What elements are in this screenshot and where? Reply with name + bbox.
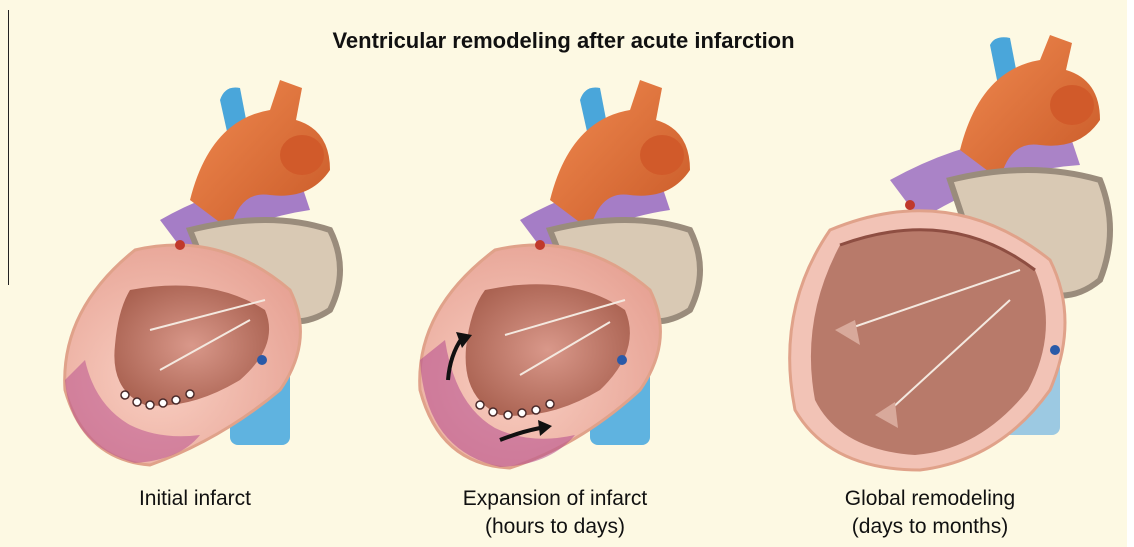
heart-global-remodeling (770, 30, 1120, 480)
caption-subline: (days to months) (780, 513, 1080, 541)
heart-expansion-of-infarct (400, 60, 720, 480)
caption-line: Expansion of infarct (400, 485, 710, 513)
caption-line: Initial infarct (60, 485, 330, 513)
caption-initial-infarct: Initial infarct (60, 485, 330, 513)
heart-initial-infarct (40, 60, 360, 480)
right-margin (1127, 0, 1134, 547)
caption-line: Global remodeling (780, 485, 1080, 513)
caption-subline: (hours to days) (400, 513, 710, 541)
caption-global-remodeling: Global remodeling (days to months) (780, 485, 1080, 541)
caption-expansion-of-infarct: Expansion of infarct (hours to days) (400, 485, 710, 541)
